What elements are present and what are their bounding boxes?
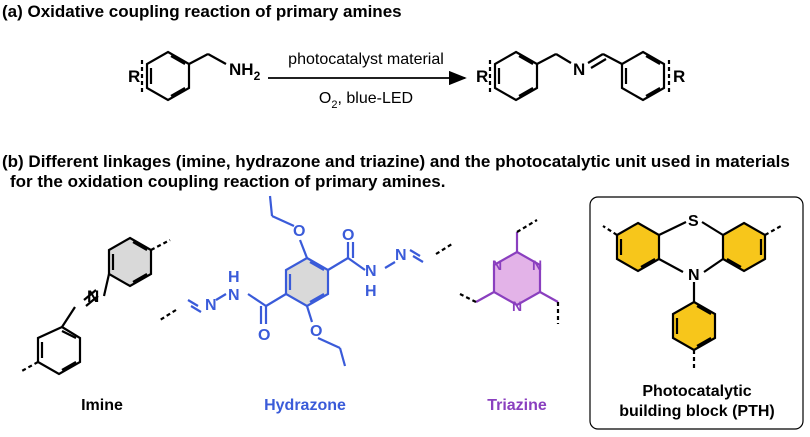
svg-text:N: N (512, 298, 522, 314)
svg-text:N: N (395, 247, 407, 264)
svg-text:H: H (365, 283, 377, 300)
label-pth-line1: Photocatalytic (642, 383, 751, 400)
product-r-group-left: R (476, 67, 488, 86)
svg-text:N: N (228, 287, 240, 304)
reagent-conditions: O2, blue-LED (319, 90, 413, 111)
pth-box (589, 196, 804, 430)
svg-text:O: O (310, 323, 322, 340)
hydrazone-atoms: O O N H N O O N H N (205, 223, 407, 344)
product-imine (488, 50, 671, 102)
section-b-title-line1: (b) Different linkages (imine, hydrazone… (2, 152, 790, 171)
svg-text:N: N (365, 263, 377, 280)
svg-text:S: S (688, 213, 699, 230)
imine-n-atom: N (87, 287, 99, 306)
label-pth-line2: building block (PTH) (619, 403, 775, 420)
triazine-structure (459, 219, 560, 324)
hydrazone-structure (159, 195, 453, 367)
product-r-group-right: R (673, 67, 685, 86)
svg-text:H: H (228, 269, 240, 286)
product-n-atom: N (573, 60, 585, 79)
svg-text:N: N (688, 267, 700, 284)
svg-text:N: N (532, 257, 542, 273)
svg-text:O: O (293, 223, 305, 240)
label-triazine: Triazine (487, 397, 547, 414)
section-a-title: (a) Oxidative coupling reaction of prima… (2, 2, 402, 21)
svg-text:N: N (492, 257, 502, 273)
reactant-nh2: NH2 (229, 60, 261, 83)
svg-text:O: O (342, 227, 354, 244)
pth-atoms: S N (688, 213, 700, 284)
label-imine: Imine (81, 397, 123, 414)
svg-text:O: O (258, 327, 270, 344)
label-hydrazone: Hydrazone (264, 397, 346, 414)
triazine-atoms: N N N (492, 257, 542, 314)
imine-structure (19, 236, 171, 376)
reactant-r-group: R (128, 67, 140, 86)
section-b-title-line2: for the oxidation coupling reaction of p… (10, 172, 446, 191)
pth-structure (602, 221, 782, 370)
svg-text:N: N (205, 297, 217, 314)
reagent-catalyst: photocatalyst material (288, 51, 444, 68)
reactant-benzylamine (140, 50, 227, 102)
